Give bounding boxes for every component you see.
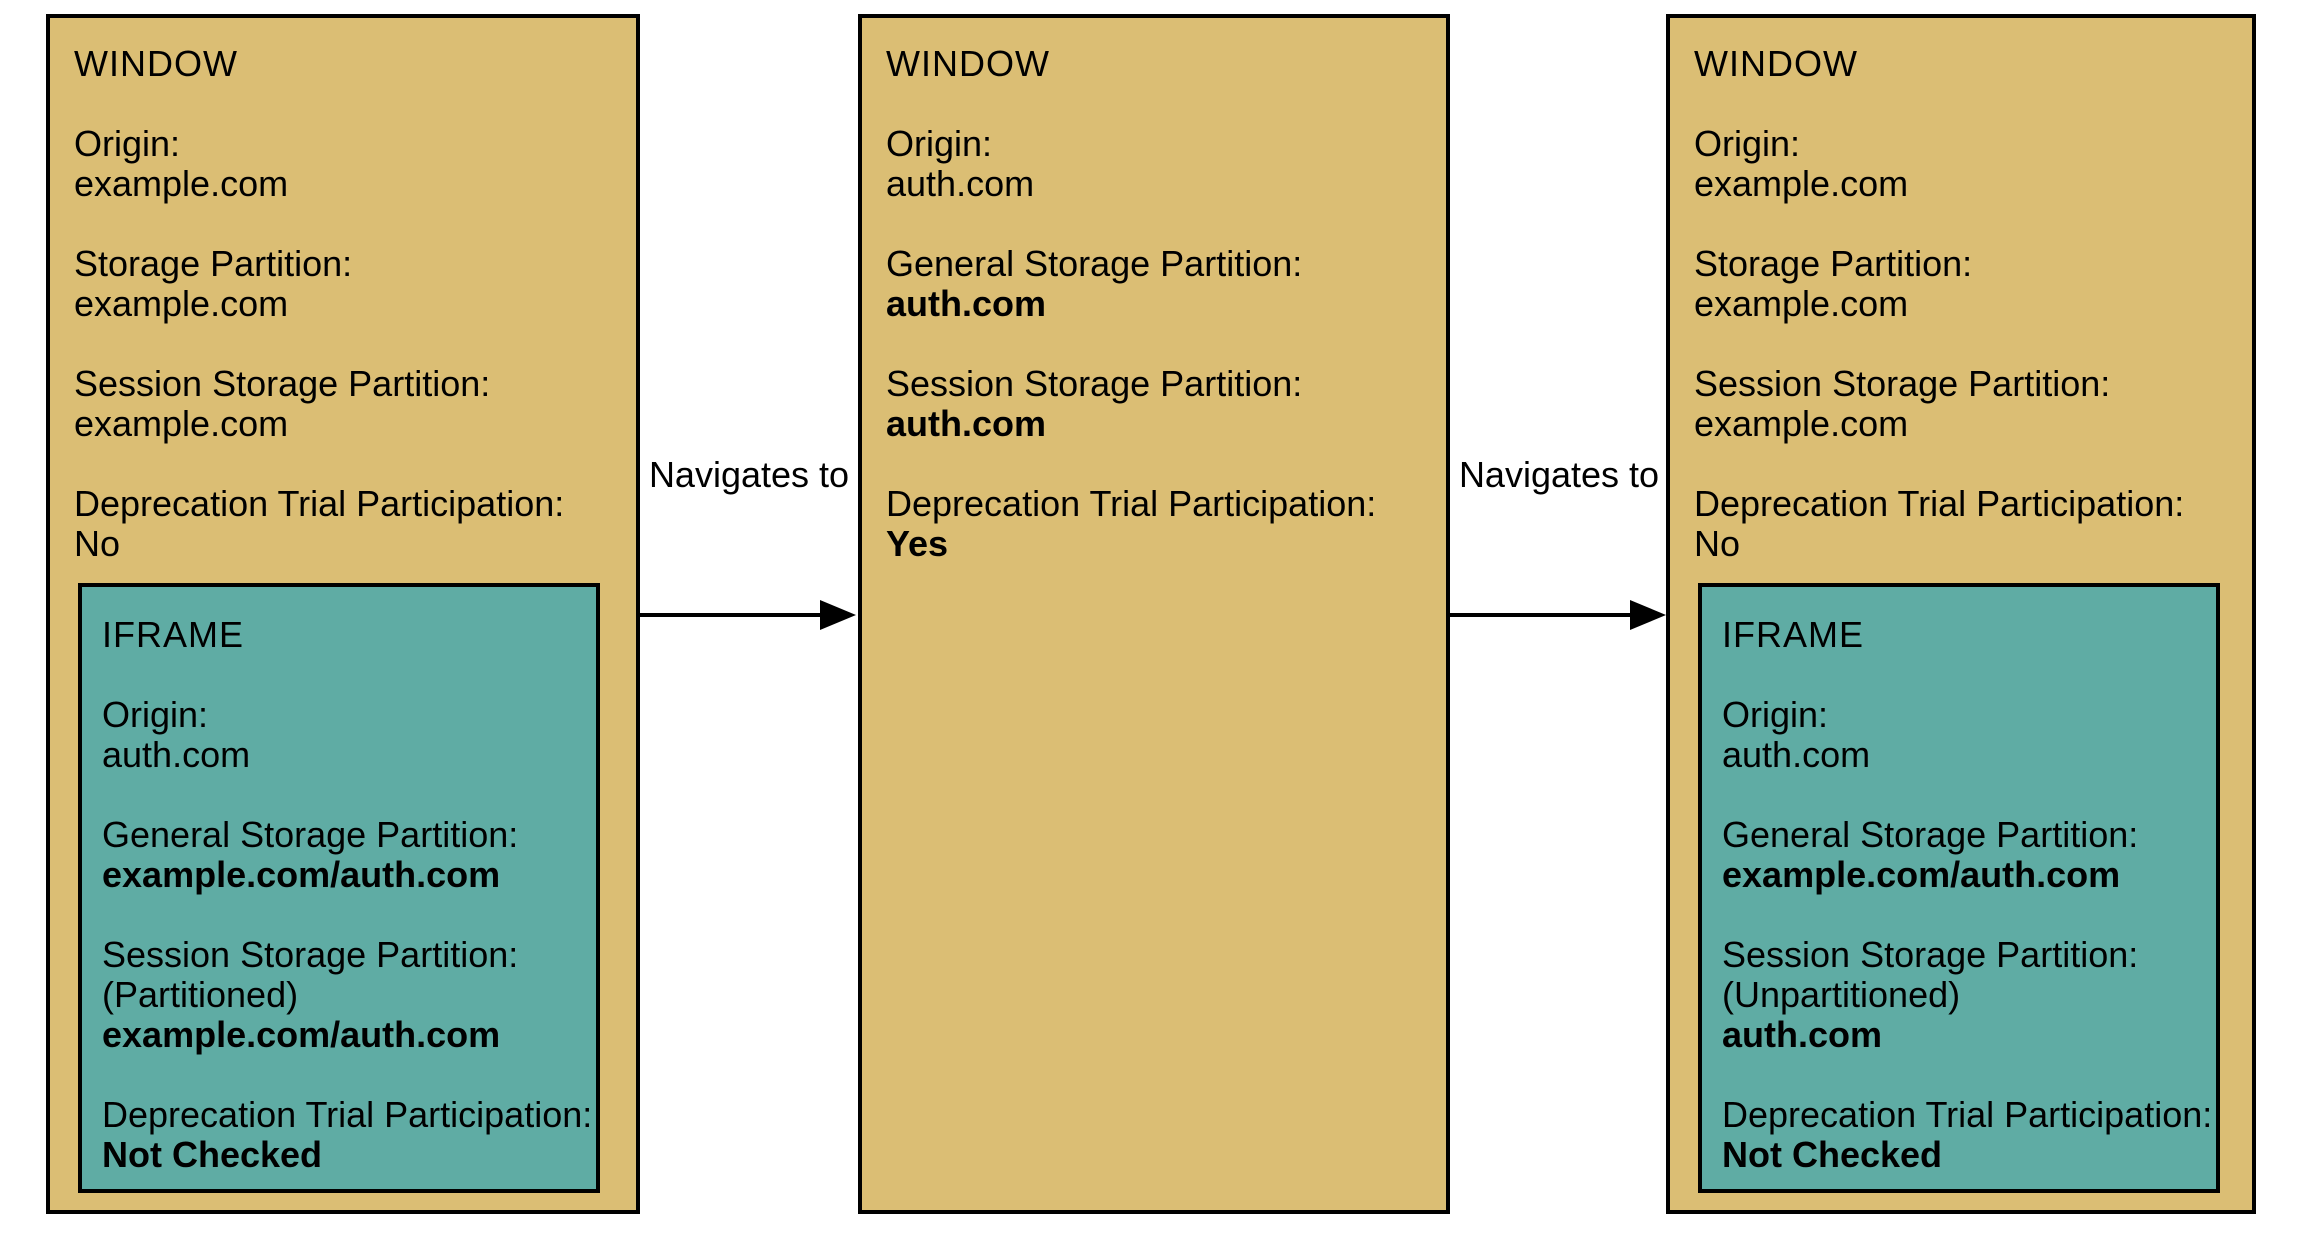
field-storage-partition: Storage Partition: example.com — [1694, 244, 2252, 324]
iframe-title: IFRAME — [102, 614, 245, 655]
field-label: Storage Partition: — [74, 243, 353, 284]
field-deprecation-trial: Deprecation Trial Participation: Not Che… — [1722, 1095, 2216, 1175]
field-origin: Origin: example.com — [74, 124, 636, 204]
field-origin: Origin: auth.com — [102, 695, 596, 775]
field-value: example.com — [74, 163, 289, 204]
iframe-box-auth-1: IFRAME Origin: auth.com General Storage … — [78, 583, 600, 1193]
window-title: WINDOW — [74, 43, 238, 84]
field-label: Deprecation Trial Participation: — [102, 1094, 593, 1135]
field-value: No — [74, 523, 121, 564]
field-session-storage-partition: Session Storage Partition: (Unpartitione… — [1722, 935, 2216, 1055]
field-label: Session Storage Partition: — [74, 363, 491, 404]
field-value: auth.com — [1722, 734, 1871, 775]
field-session-storage-partition: Session Storage Partition: example.com — [74, 364, 636, 444]
field-label: Deprecation Trial Participation: — [1722, 1094, 2213, 1135]
field-value: example.com — [74, 283, 289, 324]
field-label: Session Storage Partition: — [886, 363, 1303, 404]
field-origin: Origin: example.com — [1694, 124, 2252, 204]
field-value: example.com/auth.com — [102, 854, 501, 895]
window-box-example-2: WINDOW Origin: example.com Storage Parti… — [1666, 14, 2256, 1214]
window-title: WINDOW — [1694, 43, 1858, 84]
window-box-example-1: WINDOW Origin: example.com Storage Parti… — [46, 14, 640, 1214]
field-deprecation-trial: Deprecation Trial Participation: Yes — [886, 484, 1446, 564]
field-value: auth.com — [886, 403, 1047, 444]
arrow-line-1 — [640, 613, 822, 617]
field-label: Deprecation Trial Participation: — [886, 483, 1377, 524]
field-value: Not Checked — [1722, 1134, 1943, 1175]
field-label: General Storage Partition: — [1722, 814, 2139, 855]
window-title: WINDOW — [886, 43, 1050, 84]
field-value: No — [1694, 523, 1741, 564]
field-general-storage-partition: General Storage Partition: auth.com — [886, 244, 1446, 324]
field-general-storage-partition: General Storage Partition: example.com/a… — [102, 815, 596, 895]
field-label: Origin: — [74, 123, 181, 164]
field-value: auth.com — [102, 734, 251, 775]
iframe-box-auth-2: IFRAME Origin: auth.com General Storage … — [1698, 583, 2220, 1193]
field-origin: Origin: auth.com — [1722, 695, 2216, 775]
field-value: auth.com — [1722, 1014, 1883, 1055]
field-label: Deprecation Trial Participation: — [1694, 483, 2185, 524]
field-value: example.com — [1694, 163, 1909, 204]
field-note: (Partitioned) — [102, 974, 299, 1015]
field-general-storage-partition: General Storage Partition: example.com/a… — [1722, 815, 2216, 895]
field-value: example.com — [1694, 403, 1909, 444]
navigates-to-label-2: Navigates to — [1458, 454, 1660, 495]
field-deprecation-trial: Deprecation Trial Participation: No — [74, 484, 636, 564]
field-value: auth.com — [886, 283, 1047, 324]
field-label: Origin: — [1722, 694, 1829, 735]
field-label: Session Storage Partition: — [1722, 934, 2139, 975]
arrow-line-2 — [1450, 613, 1632, 617]
field-label: Origin: — [1694, 123, 1801, 164]
navigates-to-label-1: Navigates to — [648, 454, 850, 495]
field-origin: Origin: auth.com — [886, 124, 1446, 204]
arrow-head-icon-2 — [1630, 600, 1666, 630]
window-box-auth: WINDOW Origin: auth.com General Storage … — [858, 14, 1450, 1214]
field-session-storage-partition: Session Storage Partition: auth.com — [886, 364, 1446, 444]
field-deprecation-trial: Deprecation Trial Participation: No — [1694, 484, 2252, 564]
field-value: example.com — [74, 403, 289, 444]
field-label: Deprecation Trial Participation: — [74, 483, 565, 524]
iframe-title: IFRAME — [1722, 614, 1865, 655]
field-value: Not Checked — [102, 1134, 323, 1175]
field-label: Storage Partition: — [1694, 243, 1973, 284]
field-label: General Storage Partition: — [102, 814, 519, 855]
field-value: example.com — [1694, 283, 1909, 324]
field-storage-partition: Storage Partition: example.com — [74, 244, 636, 324]
field-label: Origin: — [102, 694, 209, 735]
arrow-head-icon-1 — [820, 600, 856, 630]
field-session-storage-partition: Session Storage Partition: example.com — [1694, 364, 2252, 444]
field-value: example.com/auth.com — [102, 1014, 501, 1055]
field-label: Session Storage Partition: — [102, 934, 519, 975]
field-label: Session Storage Partition: — [1694, 363, 2111, 404]
field-session-storage-partition: Session Storage Partition: (Partitioned)… — [102, 935, 596, 1055]
field-value: example.com/auth.com — [1722, 854, 2121, 895]
field-note: (Unpartitioned) — [1722, 974, 1961, 1015]
field-value: auth.com — [886, 163, 1035, 204]
field-value: Yes — [886, 523, 949, 564]
field-label: Origin: — [886, 123, 993, 164]
field-label: General Storage Partition: — [886, 243, 1303, 284]
field-deprecation-trial: Deprecation Trial Participation: Not Che… — [102, 1095, 596, 1175]
